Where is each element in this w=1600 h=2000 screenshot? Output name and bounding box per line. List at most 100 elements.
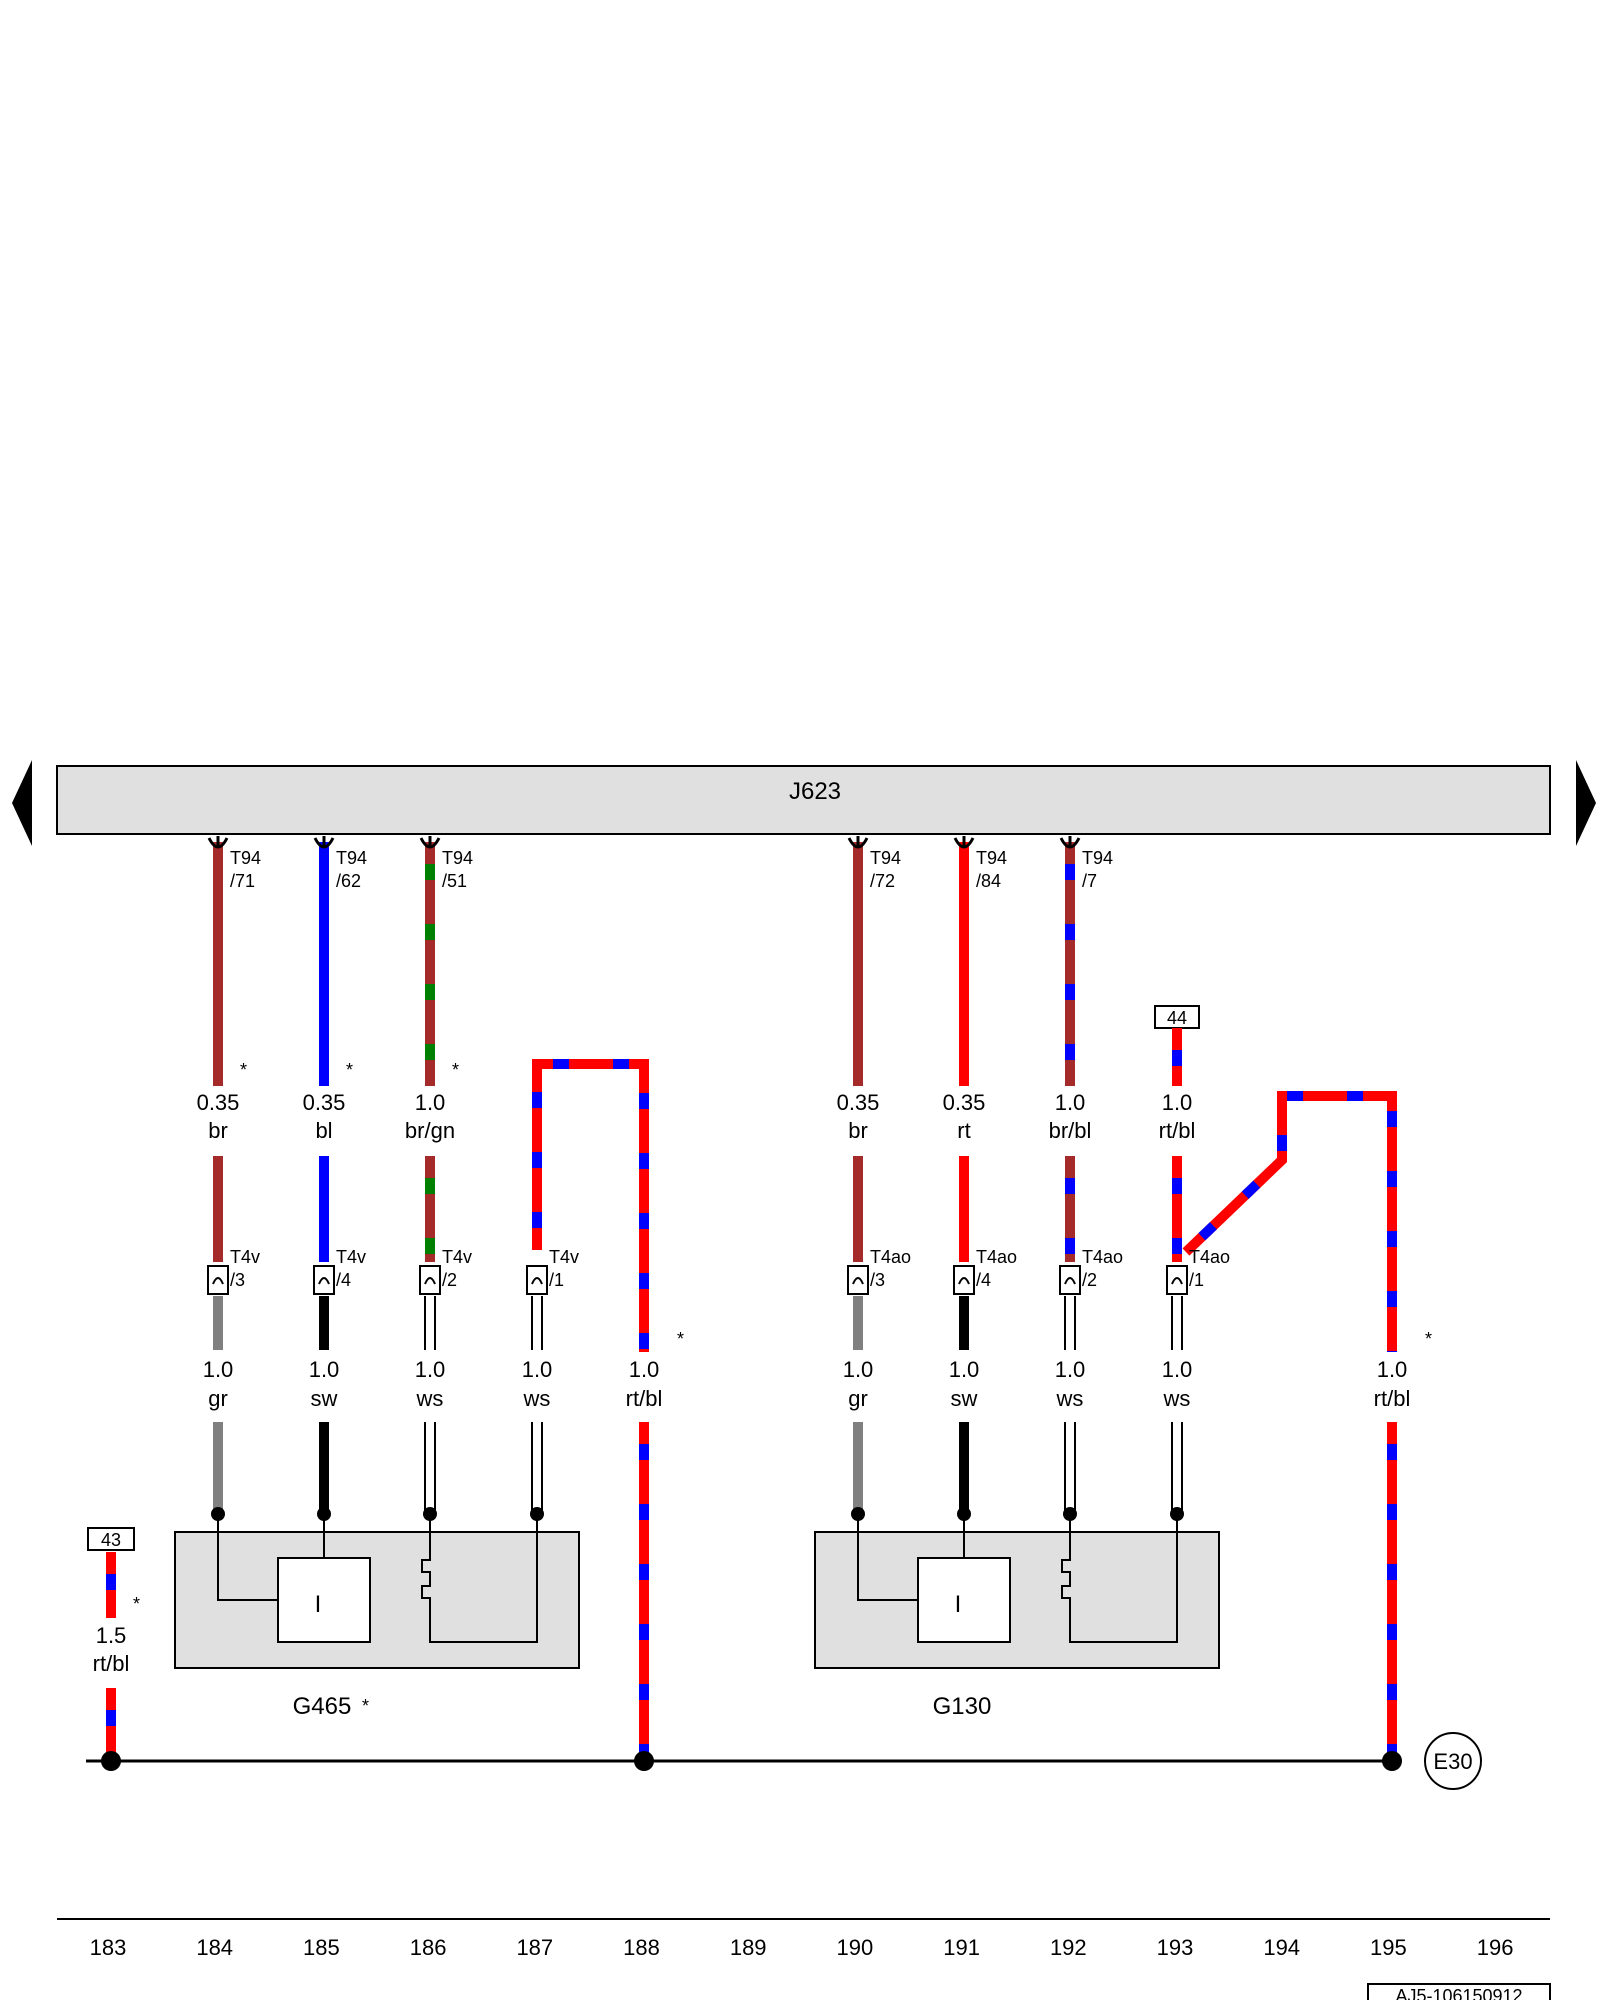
wire-color: gr [208, 1386, 228, 1411]
wire-color: gr [848, 1386, 868, 1411]
connector-label: T4v [336, 1247, 366, 1267]
wire-size: 1.0 [949, 1357, 980, 1382]
ground-junction [634, 1751, 654, 1771]
grid-number: 185 [303, 1935, 340, 1960]
wire-color: ws [1163, 1386, 1191, 1411]
star-mark: * [452, 1060, 459, 1080]
star-mark: * [240, 1060, 247, 1080]
sensor-g130-name: G130 [933, 1693, 992, 1720]
grid-number: 191 [943, 1935, 980, 1960]
pin-number: /62 [336, 871, 361, 891]
connector-number: /4 [976, 1270, 991, 1290]
connector-icon [207, 1265, 229, 1295]
grid-number: 188 [623, 1935, 660, 1960]
grid-number: 193 [1157, 1935, 1194, 1960]
sensor-terminal [1170, 1507, 1184, 1521]
connector-pin-icon [852, 1277, 864, 1285]
wire-size: 1.0 [522, 1357, 553, 1382]
sensor-terminal [423, 1507, 437, 1521]
sensor-terminal [1063, 1507, 1077, 1521]
wire-size: 1.0 [309, 1357, 340, 1382]
sensor-terminal [211, 1507, 225, 1521]
ground-label: E30 [1433, 1749, 1472, 1774]
connector-number: /4 [336, 1270, 351, 1290]
grid-number: 195 [1370, 1935, 1407, 1960]
wire-size: 1.0 [203, 1357, 234, 1382]
ref-box-label: 43 [101, 1530, 121, 1550]
grid-number: 184 [196, 1935, 233, 1960]
star-mark: * [677, 1329, 684, 1349]
doc-id: AJ5-106150912 [1395, 1986, 1522, 2000]
connector-icon [526, 1265, 548, 1295]
prev-page-arrow[interactable] [12, 760, 32, 846]
connector-icon [953, 1265, 975, 1295]
wire-loop-188 [532, 1059, 649, 1352]
pin-label: T94 [870, 848, 901, 868]
pin-number: /51 [442, 871, 467, 891]
wire-size: 1.0 [1162, 1357, 1193, 1382]
connector-label: T4v [442, 1247, 472, 1267]
wire-size: 1.5 [96, 1623, 127, 1648]
wire-color: ws [1056, 1386, 1084, 1411]
connector-pin-icon [1064, 1277, 1076, 1285]
next-page-arrow[interactable] [1576, 760, 1596, 846]
wire-size: 1.0 [629, 1357, 660, 1382]
wire-color: rt/bl [1374, 1386, 1411, 1411]
pin-label: T94 [230, 848, 261, 868]
ground-junction [1382, 1751, 1402, 1771]
connector-label: T4ao [1189, 1247, 1230, 1267]
grid-number: 190 [837, 1935, 874, 1960]
wire-size: 1.0 [1162, 1090, 1193, 1115]
connector-label: T4ao [1082, 1247, 1123, 1267]
wire-size: 1.0 [415, 1357, 446, 1382]
connector-icon [313, 1265, 335, 1295]
grid-number: 183 [90, 1935, 127, 1960]
control-unit-label: J623 [789, 778, 841, 805]
sensor-terminal [957, 1507, 971, 1521]
wire-color: rt/bl [626, 1386, 663, 1411]
pin-number: /7 [1082, 871, 1097, 891]
connector-pin-icon [531, 1277, 543, 1285]
connector-number: /2 [1082, 1270, 1097, 1290]
sensor-g465: I [174, 1514, 580, 1669]
connector-icon [847, 1265, 869, 1295]
sensor-g465-symbol: I [315, 1591, 322, 1618]
doc-id-box [1367, 1983, 1551, 2000]
connector-pin-icon [958, 1277, 970, 1285]
connector-number: /1 [549, 1270, 564, 1290]
pin-number: /71 [230, 871, 255, 891]
ground-junction [101, 1751, 121, 1771]
connector-pin-icon [212, 1277, 224, 1285]
wire-size: 1.0 [415, 1090, 446, 1115]
pin-number: /72 [870, 871, 895, 891]
wire-color: br [208, 1118, 228, 1143]
grid-number: 189 [730, 1935, 767, 1960]
connector-icon [1166, 1265, 1188, 1295]
wire-size: 0.35 [837, 1090, 880, 1115]
grid-number: 187 [516, 1935, 553, 1960]
ground-point [1424, 1732, 1482, 1790]
wire-color: br/gn [405, 1118, 455, 1143]
control-unit-bar [56, 765, 1551, 835]
connector-icon [419, 1265, 441, 1295]
pin-label: T94 [442, 848, 473, 868]
wire-size: 0.35 [943, 1090, 986, 1115]
sensor-terminal [851, 1507, 865, 1521]
connector-icon [1059, 1265, 1081, 1295]
ref-box [87, 1527, 135, 1551]
ref-box-label: 44 [1167, 1008, 1187, 1028]
grid-number: 196 [1477, 1935, 1514, 1960]
sensor-g465-star: * [362, 1696, 369, 1716]
pin-label: T94 [976, 848, 1007, 868]
wire-color: ws [416, 1386, 444, 1411]
sensor-g130-symbol: I [955, 1591, 962, 1618]
connector-pin-icon [424, 1277, 436, 1285]
connector-number: /3 [230, 1270, 245, 1290]
wire-color: sw [951, 1386, 978, 1411]
sensor-g130: I [814, 1514, 1220, 1669]
connector-number: /2 [442, 1270, 457, 1290]
connector-pin-icon [318, 1277, 330, 1285]
wire-color: ws [523, 1386, 551, 1411]
